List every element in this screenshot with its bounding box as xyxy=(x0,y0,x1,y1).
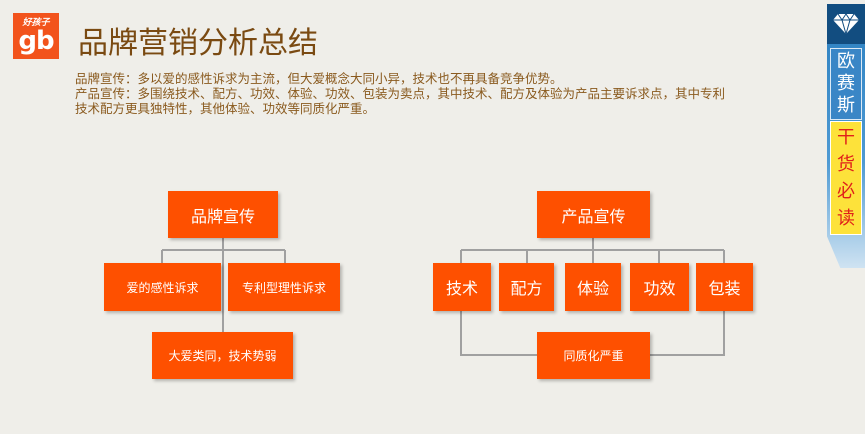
logo-small-text: 好孩子 xyxy=(22,18,50,28)
brand-root-box: 品牌宣传 xyxy=(168,191,278,238)
product-child-box: 功效 xyxy=(630,263,689,311)
brand-desc: 品牌宣传：多以爱的感性诉求为主流，但大爱概念大同小异，技术也不再具备竞争优势。 xyxy=(75,71,563,86)
product-result-connector xyxy=(460,311,725,356)
product-connector xyxy=(460,238,725,263)
brand-connector xyxy=(161,238,286,332)
product-child-box: 技术 xyxy=(433,263,491,311)
product-root-box: 产品宣传 xyxy=(537,191,650,238)
brand-child-box: 爱的感性诉求 xyxy=(104,263,221,311)
product-result-box: 同质化严重 xyxy=(537,332,650,379)
product-child-box: 包装 xyxy=(696,263,753,311)
page-title: 品牌营销分析总结 xyxy=(78,26,318,61)
side-banner[interactable]: 欧赛斯 干货必读 xyxy=(827,4,865,268)
tag-label: 干货必读 xyxy=(830,121,862,235)
product-child-box: 体验 xyxy=(565,263,621,311)
brand-result-box: 大爱类同，技术势弱 xyxy=(152,332,293,379)
product-child-box: 配方 xyxy=(499,263,554,311)
logo-big-text: gb xyxy=(18,26,54,56)
description: 品牌宣传：多以爱的感性诉求为主流，但大爱概念大同小异，技术也不再具备竞争优势。 … xyxy=(75,71,735,116)
brand-child-box: 专利型理性诉求 xyxy=(228,263,340,311)
diamond-icon xyxy=(827,4,865,44)
brand-label: 欧赛斯 xyxy=(830,48,862,120)
product-desc: 产品宣传：多围绕技术、配方、功效、体验、功效、包装为卖点，其中技术、配方及体验为… xyxy=(75,86,726,116)
